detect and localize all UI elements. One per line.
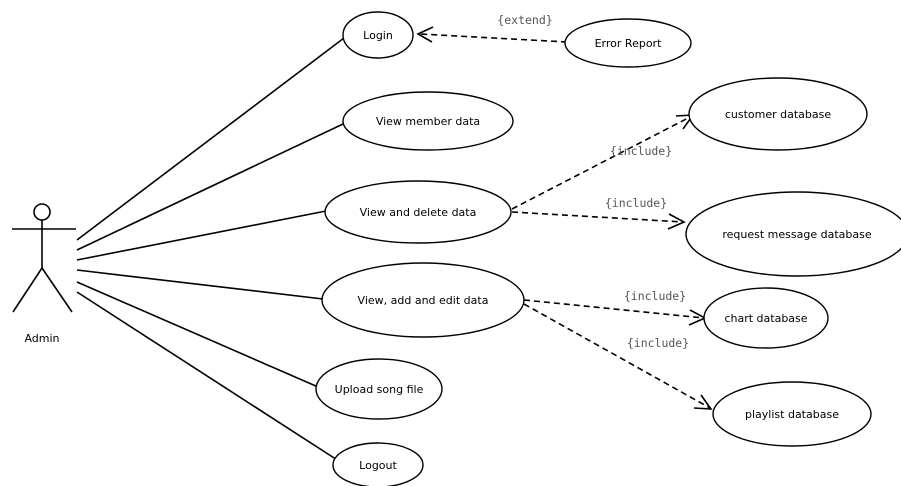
actor-left-leg <box>12 267 43 313</box>
use-case-playlist-database: playlist database <box>712 381 872 447</box>
use-case-customer-database-label: customer database <box>725 108 832 121</box>
use-case-error-report-label: Error Report <box>595 37 662 50</box>
actor-label: Admin <box>24 332 59 345</box>
use-case-playlist-database-shape <box>712 381 872 447</box>
include-request-arrowhead <box>667 213 686 230</box>
use-case-request-message-database: request message database <box>685 191 901 277</box>
use-case-request-message-database-label: request message database <box>722 228 871 241</box>
use-case-error-report-shape <box>564 18 692 68</box>
use-case-logout-shape <box>332 442 424 486</box>
assoc-view-member-data <box>76 123 344 251</box>
use-case-view-add-edit-data-shape <box>321 262 525 338</box>
use-case-upload-song-file-label: Upload song file <box>335 383 424 396</box>
admin-actor: Admin <box>12 203 76 345</box>
use-case-customer-database: customer database <box>688 77 868 151</box>
use-case-request-message-database-shape <box>685 191 901 277</box>
use-case-view-member-data-label: View member data <box>376 115 480 128</box>
assoc-upload-song-file <box>76 281 326 391</box>
use-case-view-delete-data: View and delete data <box>324 180 512 244</box>
use-case-playlist-database-label: playlist database <box>745 408 839 421</box>
use-case-upload-song-file: Upload song file <box>315 358 443 420</box>
assoc-logout <box>76 291 346 466</box>
use-case-chart-database: chart database <box>703 287 829 349</box>
actor-head <box>33 203 51 221</box>
extend-label: {extend} <box>497 13 552 27</box>
extend-arrowhead <box>416 26 434 43</box>
use-case-view-delete-data-shape <box>324 180 512 244</box>
use-case-upload-song-file-shape <box>315 358 443 420</box>
assoc-view-add-edit-data <box>76 269 324 300</box>
use-case-logout-label: Logout <box>359 459 397 472</box>
include-customer-line <box>511 115 693 210</box>
include-chart-line <box>523 299 705 319</box>
use-case-view-add-edit-data: View, add and edit data <box>321 262 525 338</box>
relationship-labels: {extend} {include} {include} {include} {… <box>497 13 689 350</box>
use-case-chart-database-shape <box>703 287 829 349</box>
use-case-view-add-edit-data-label: View, add and edit data <box>358 294 489 307</box>
include-request-line <box>511 211 684 223</box>
use-case-view-delete-data-label: View and delete data <box>360 206 477 219</box>
actor-right-leg <box>41 267 73 313</box>
include-playlist-label: {include} <box>627 336 689 350</box>
use-case-logout: Logout <box>332 442 424 486</box>
use-case-login: Login <box>342 11 414 59</box>
use-case-error-report: Error Report <box>564 18 692 68</box>
include-chart-label: {include} <box>624 289 686 303</box>
include-playlist-arrowhead <box>693 394 713 410</box>
assoc-view-delete-data <box>76 210 327 261</box>
use-case-view-member-data: View member data <box>342 91 514 151</box>
assoc-login <box>76 37 345 241</box>
use-case-login-label: Login <box>363 29 393 42</box>
associations <box>76 37 346 466</box>
use-case-view-member-data-shape <box>342 91 514 151</box>
use-case-chart-database-label: chart database <box>724 312 807 325</box>
extend-line <box>419 33 568 43</box>
include-customer-label: {include} <box>610 144 672 158</box>
include-request-label: {include} <box>605 196 667 210</box>
use-case-login-shape <box>342 11 414 59</box>
use-case-customer-database-shape <box>688 77 868 151</box>
include-playlist-line <box>523 303 711 409</box>
